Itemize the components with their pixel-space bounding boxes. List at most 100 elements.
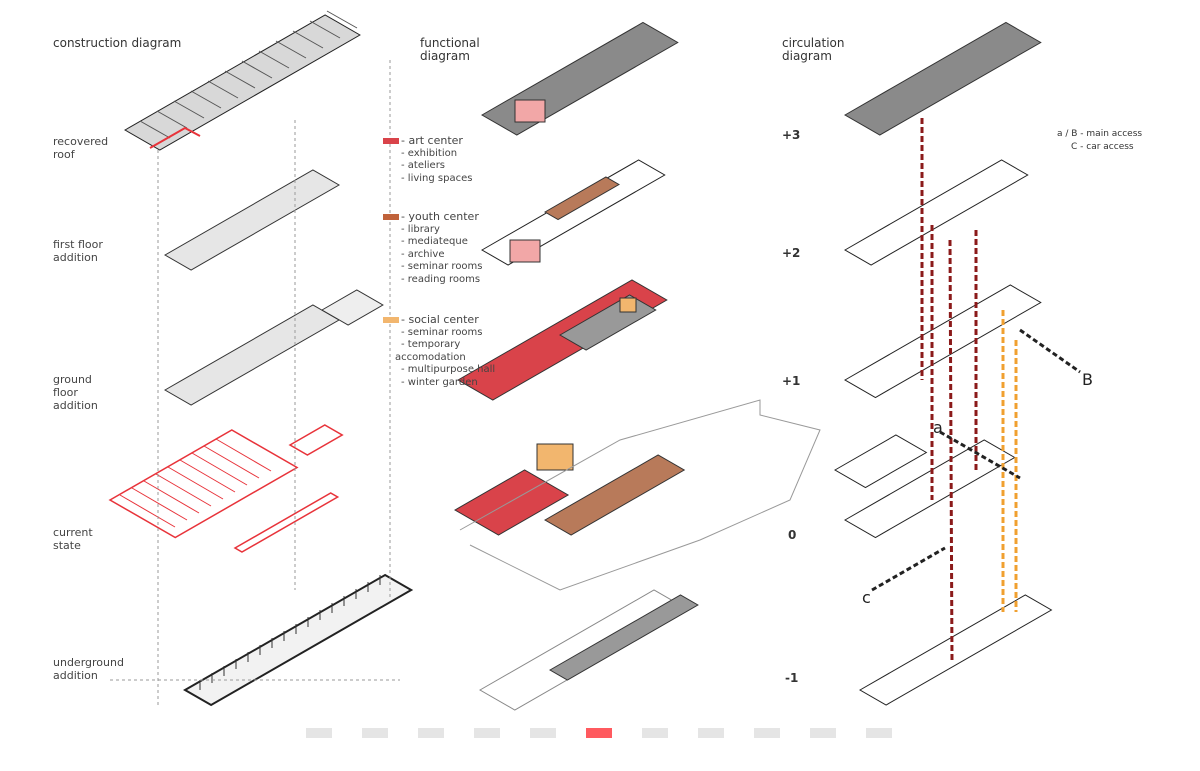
level-0: 0	[788, 528, 797, 542]
legend-item: - living spaces	[401, 172, 473, 184]
func-social-area	[619, 297, 637, 313]
current-state-ridge	[179, 459, 236, 493]
recovered-roof-shape	[123, 14, 361, 151]
label-underground: underground addition	[53, 656, 124, 682]
roof-ridge	[156, 110, 188, 129]
art-swatch	[383, 138, 399, 144]
circ-zero-west-shape	[833, 434, 928, 489]
ground-floor-shape	[163, 304, 341, 406]
legend-item: - winter garden	[401, 376, 478, 388]
page-indicator-1[interactable]	[306, 728, 332, 738]
roof-ridge	[190, 90, 222, 109]
level-plus1: +1	[782, 374, 801, 388]
label-recovered-roof: recovered roof	[53, 135, 109, 161]
legend-item: - multipurpose hall	[401, 364, 496, 375]
access-marker-c: c	[862, 588, 871, 607]
access-marker-a: a	[933, 418, 943, 437]
roof-ridge	[139, 120, 171, 139]
legend-item: - ateliers	[401, 160, 446, 171]
construction-heading: construction diagram	[53, 36, 182, 50]
roof-ridge	[173, 100, 205, 119]
func-plus2-shape	[480, 159, 666, 266]
legend-item: - reading rooms	[401, 273, 481, 285]
legend-title: - social center	[401, 313, 479, 326]
legend-item: - exhibition	[401, 147, 458, 159]
func-art-area	[509, 239, 541, 263]
circ-minus1-shape	[858, 594, 1053, 706]
car-access-label: C - car access	[1071, 142, 1134, 152]
roof-ridge	[326, 10, 358, 29]
underground-shape	[182, 573, 414, 707]
current-state-ridge	[131, 487, 188, 521]
circ-roof-shape	[843, 21, 1042, 136]
func-roof-shape	[480, 21, 679, 136]
roof-ridge	[224, 70, 256, 89]
legend-item: - archive	[401, 248, 445, 260]
page-indicator-4[interactable]	[474, 728, 500, 738]
pagination	[306, 728, 892, 738]
legend-item: - library	[401, 223, 440, 235]
level-plus3: +3	[782, 128, 801, 142]
main-access-label: a / B - main access	[1057, 129, 1143, 139]
ground-floor-annex-shape	[320, 289, 384, 326]
roof-ridge	[309, 20, 341, 39]
page-indicator-7[interactable]	[642, 728, 668, 738]
label-ground-floor: ground floor addition	[53, 373, 98, 412]
current-state-ridge	[167, 466, 224, 500]
func-zero-youth-area	[543, 454, 686, 536]
roof-ridge	[275, 40, 307, 59]
page-indicator-10[interactable]	[810, 728, 836, 738]
func-minus1-gray	[548, 594, 699, 681]
youth-swatch	[383, 214, 399, 220]
current-state-ridge	[119, 494, 176, 528]
current-state-ridge	[143, 480, 200, 514]
current-state-ridge	[215, 438, 272, 472]
roof-ridge	[258, 50, 290, 69]
legend-social-center: - social center - seminar rooms - tempor…	[383, 313, 496, 389]
first-floor-shape	[163, 169, 341, 271]
func-zero-art-area	[453, 469, 570, 536]
access-path-a	[939, 430, 1021, 480]
circulation-heading: circulation diagram	[782, 36, 845, 63]
legend-item: - temporary	[401, 339, 461, 350]
functional-heading: functional diagram	[420, 36, 480, 63]
legend-item: accomodation	[395, 351, 466, 363]
page-indicator-5[interactable]	[530, 728, 556, 738]
page-indicator-2[interactable]	[362, 728, 388, 738]
current-state-ridge	[191, 452, 248, 486]
label-current-state: current state	[53, 526, 93, 552]
legend-item: - mediateque	[401, 236, 468, 247]
level-minus1: -1	[785, 671, 799, 685]
current-state-ridge	[203, 445, 260, 479]
roof-ridge	[241, 60, 273, 79]
legend-title: - youth center	[401, 210, 479, 223]
level-plus2: +2	[782, 246, 801, 260]
roof-ridge	[207, 80, 239, 99]
current-state-main-shape	[108, 429, 299, 539]
current-state-annex-shape	[288, 424, 344, 456]
page-indicator-3[interactable]	[418, 728, 444, 738]
legend-art-center: - art center - exhibition - ateliers - l…	[383, 134, 473, 185]
page-indicator-9[interactable]	[754, 728, 780, 738]
func-roof-red-area	[514, 99, 546, 123]
current-state-ridge	[155, 473, 212, 507]
vertical-circulation-red	[948, 239, 954, 663]
access-path-c	[871, 546, 946, 592]
access-legend: a / B - main access C - car access	[1057, 128, 1142, 154]
circ-plus2-shape	[843, 159, 1029, 266]
label-first-floor: first floor addition	[53, 238, 103, 264]
legend-item: - seminar rooms	[401, 261, 483, 272]
page-indicator-6[interactable]	[586, 728, 612, 738]
roof-ridge	[292, 30, 324, 49]
legend-item: - seminar rooms	[401, 326, 483, 338]
legend-youth-center: - youth center - library - mediateque - …	[383, 210, 483, 286]
legend-title: - art center	[401, 134, 463, 147]
page-indicator-11[interactable]	[866, 728, 892, 738]
access-path-b	[1019, 328, 1081, 374]
social-swatch	[383, 317, 399, 323]
current-state-wall-shape	[233, 492, 340, 553]
access-marker-b: B	[1082, 370, 1093, 389]
circ-plus1-shape	[843, 284, 1042, 399]
page-indicator-8[interactable]	[698, 728, 724, 738]
